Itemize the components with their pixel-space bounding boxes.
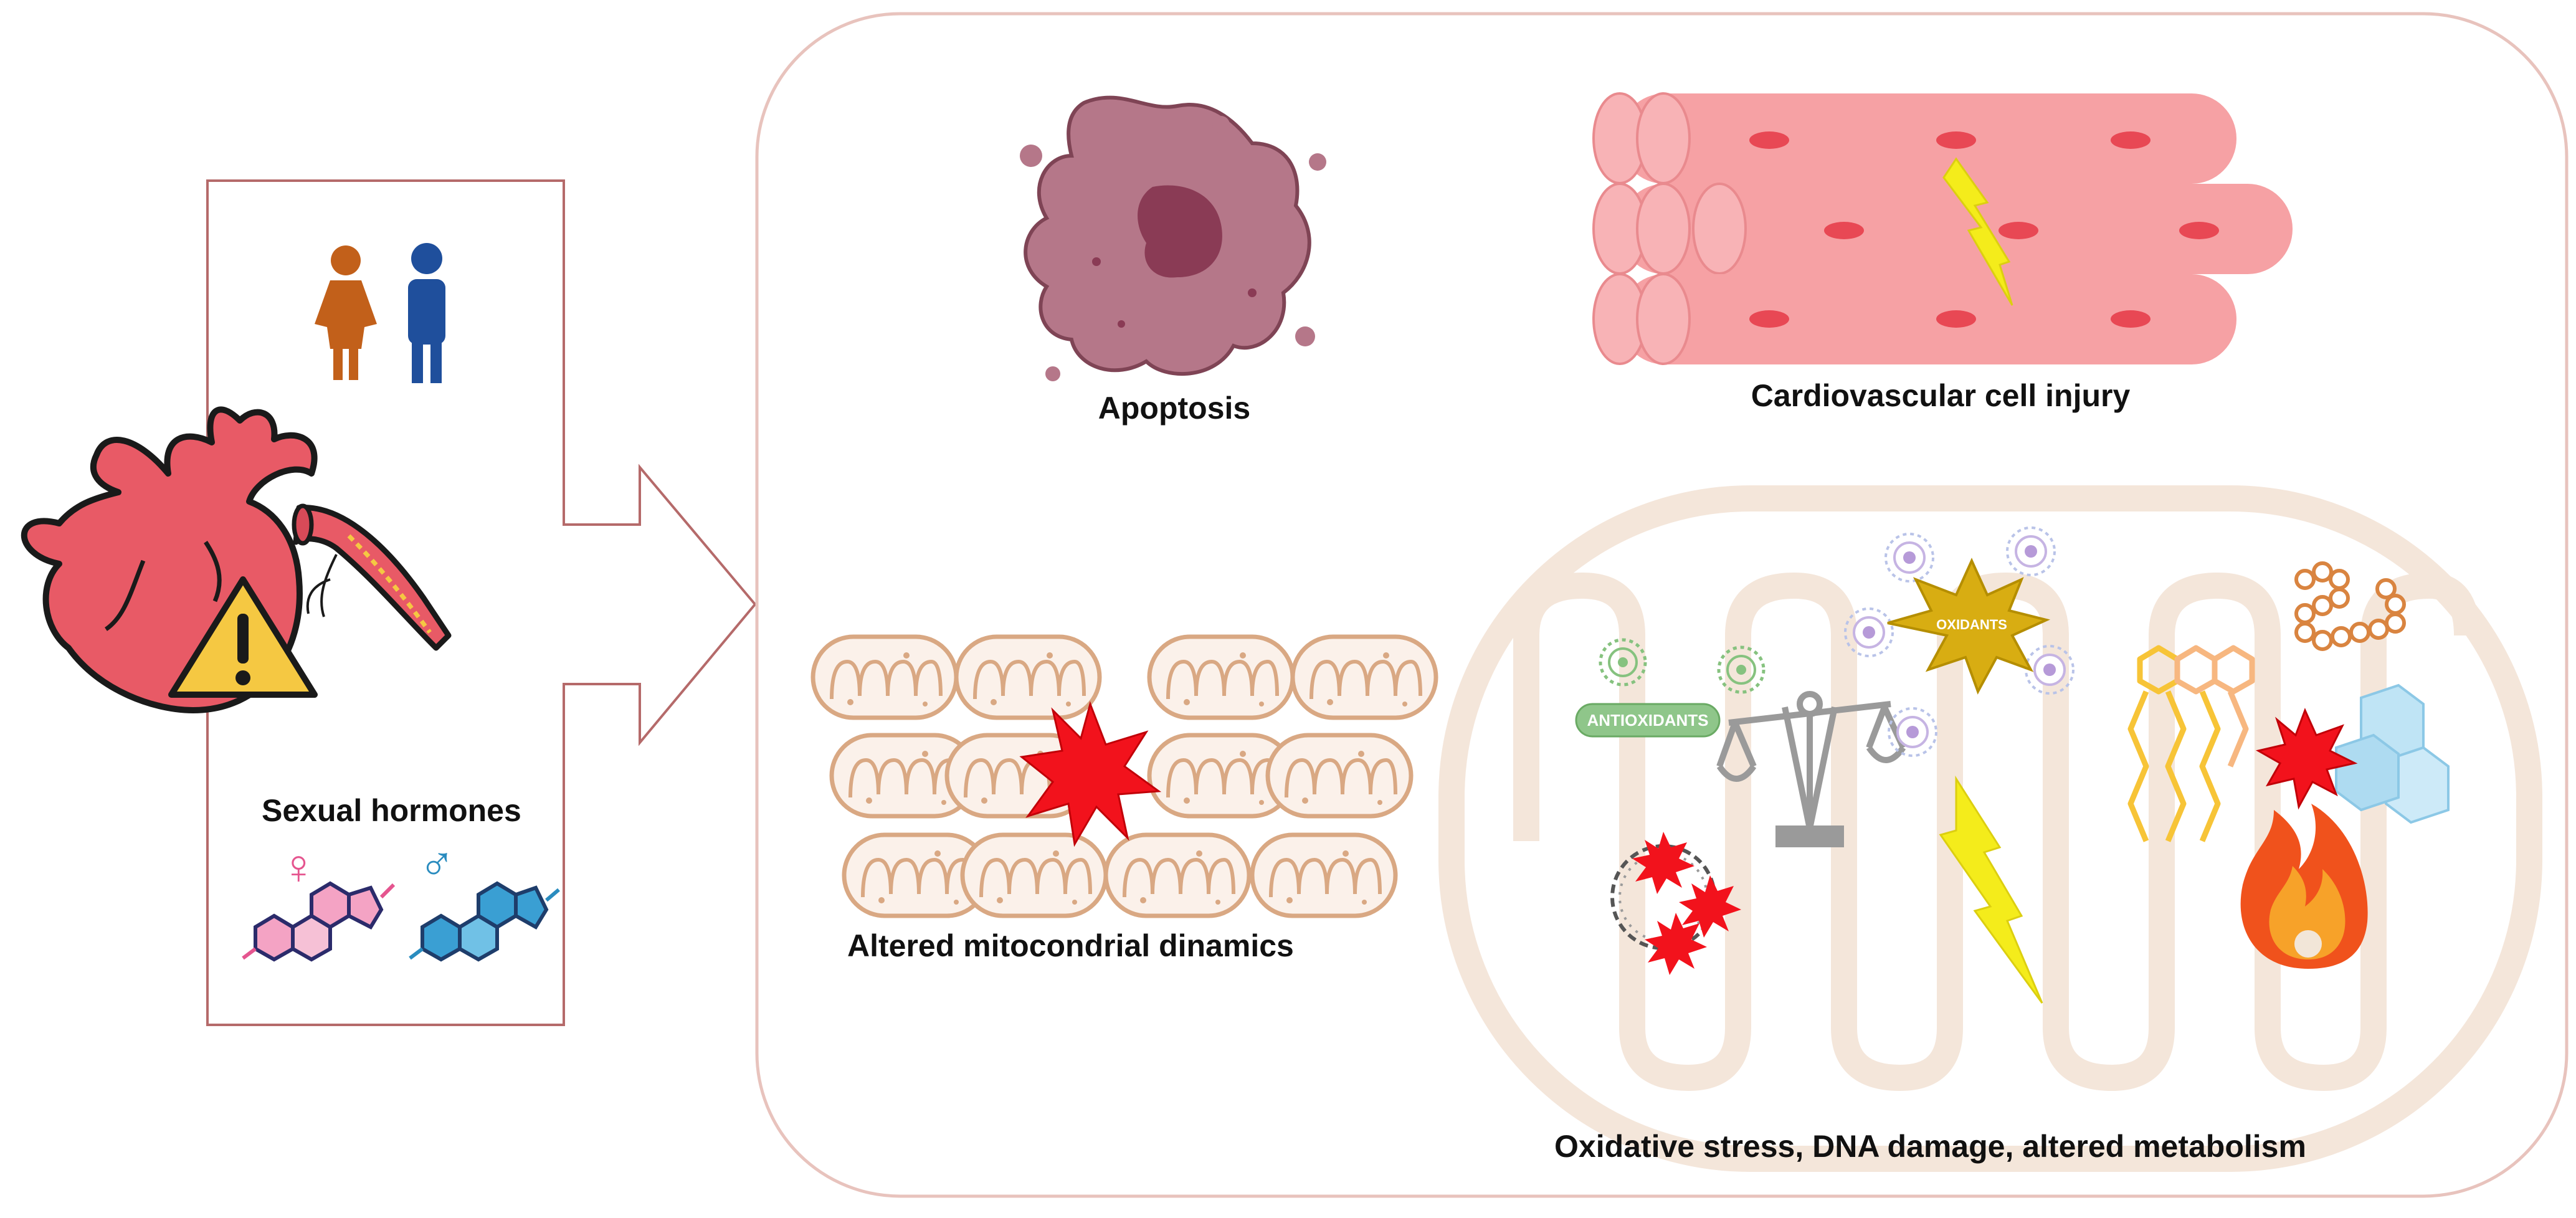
balance-scale-icon <box>1716 691 1906 847</box>
lightning-icon <box>1942 157 2013 306</box>
mito-dynamics-label: Altered mitocondrial dinamics <box>847 928 1294 963</box>
antioxidants-pill <box>1575 703 1721 738</box>
sexual-hormones-label: Sexual hormones <box>262 793 521 828</box>
fire-icon <box>2240 804 2368 969</box>
oxidative-stress-label: Oxidative stress, DNA damage, altered me… <box>1554 1129 2306 1164</box>
dna-damage-icon <box>1610 832 1741 975</box>
chain-beads-icon <box>2294 561 2406 651</box>
hormone-panel <box>206 179 757 1026</box>
warning-icon <box>168 576 318 698</box>
oxidants-label: OXIDANTS <box>1936 617 2007 632</box>
female-figure-icon <box>315 245 377 380</box>
muscle-fibers-icon <box>1592 92 2293 365</box>
damage-burst-icon <box>1019 701 1162 847</box>
apoptotic-cell-icon <box>1020 95 1326 381</box>
blood-vessel-icon <box>292 503 452 651</box>
female-symbol-icon: ♀ <box>280 839 317 894</box>
metabolism-burst-icon <box>2255 708 2358 810</box>
estrogen-molecule-icon <box>242 881 396 962</box>
male-figure-icon <box>408 243 445 383</box>
apoptosis-label: Apoptosis <box>1098 391 1250 426</box>
oxidants-burst-icon <box>1887 558 2051 695</box>
sugar-cubes-icon <box>2335 683 2450 824</box>
testosterone-molecule-icon <box>409 881 560 962</box>
male-symbol-icon: ♂ <box>419 834 455 889</box>
large-lightning-icon <box>1939 775 2043 1004</box>
cell-injury-label: Cardiovascular cell injury <box>1751 378 2131 413</box>
lipid-chain-icon <box>2127 645 2255 842</box>
antioxidants-label: ANTIOXIDANTS <box>1587 711 1709 730</box>
